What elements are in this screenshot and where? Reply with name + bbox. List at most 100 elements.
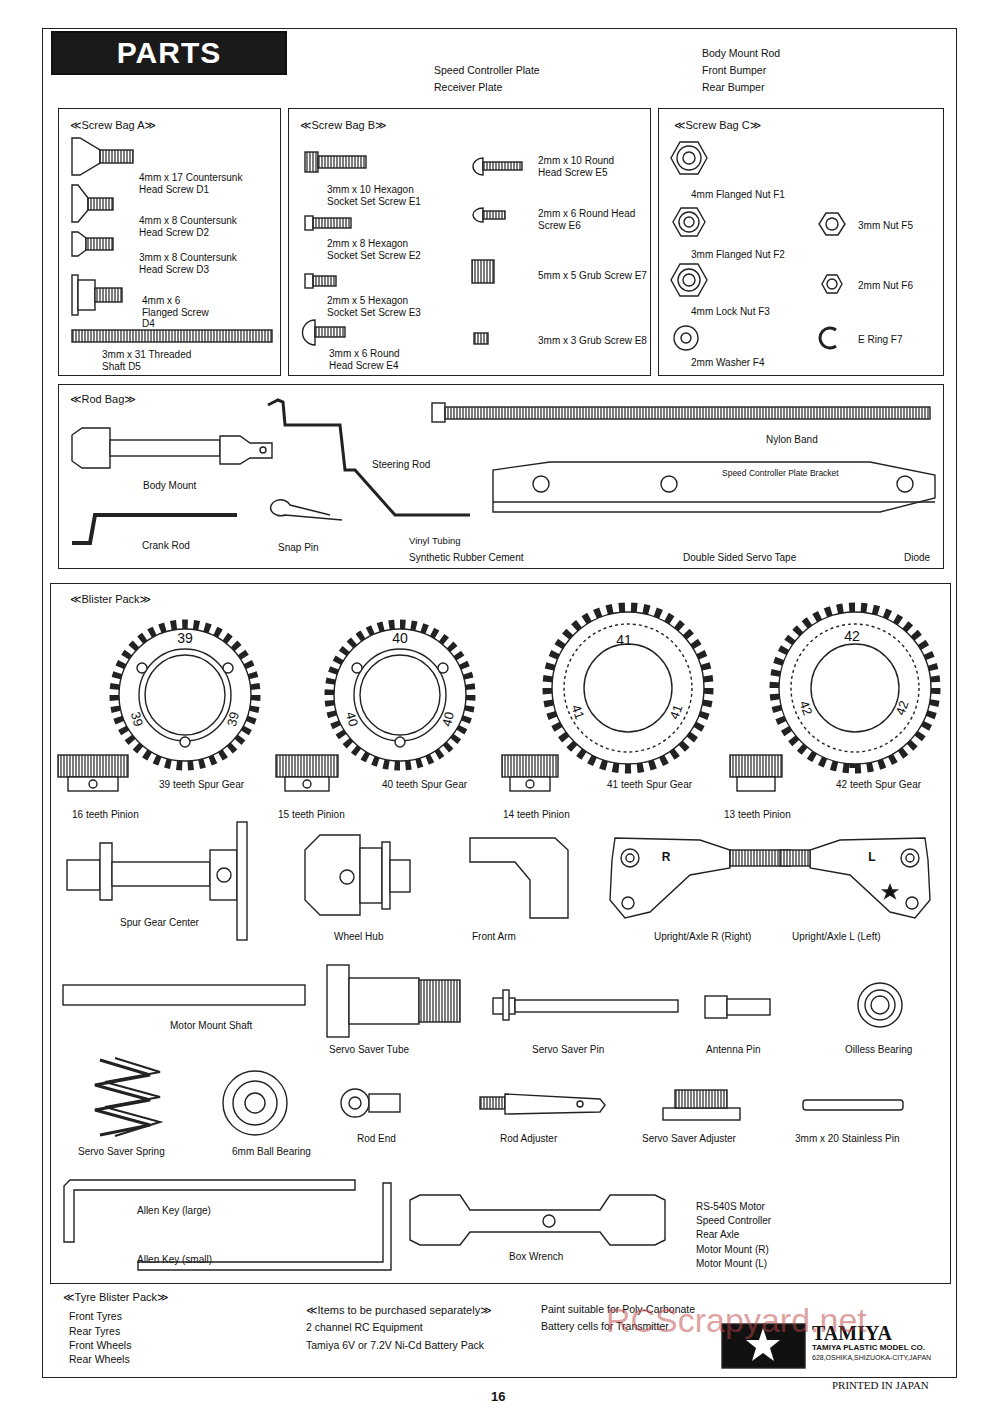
- maker-logo-text: TAMIYA PLASTIC MODEL CO.: [812, 1344, 925, 1352]
- part-name: ≪Tyre Blister Pack≫: [63, 1291, 169, 1304]
- part-name: 41 teeth Spur Gear: [607, 779, 692, 791]
- parts-frame: Speed Controller PlateReceiver PlateBody…: [42, 28, 957, 1378]
- part-name: Steering Rod: [372, 459, 430, 471]
- part-name: 4mm Flanged Nut F1: [691, 189, 785, 201]
- part-name: Tamiya 6V or 7.2V Ni-Cd Battery Pack: [306, 1339, 484, 1351]
- part-name: 3mm x 31 Threaded Shaft D5: [102, 349, 212, 372]
- bag-heading: ≪Screw Bag B≫: [300, 119, 387, 132]
- maker-logo-text: 628,OSHIKA,SHIZUOKA-CITY,JAPAN: [812, 1354, 931, 1361]
- part-name: Servo Saver Adjuster: [642, 1133, 736, 1145]
- part-name: Rear Axle: [696, 1229, 739, 1241]
- part-name: Crank Rod: [142, 540, 190, 552]
- part-name: 40 teeth Spur Gear: [382, 779, 467, 791]
- part-name: Speed Controller Plate: [434, 64, 540, 76]
- part-name: 3mm x 8 Countersunk Head Screw D3: [139, 252, 257, 275]
- gear-number: 42: [844, 629, 860, 643]
- page-number: 16: [491, 1390, 505, 1403]
- part-name: RS-540S Motor: [696, 1201, 765, 1213]
- part-name: 2mm x 6 Round Head Screw E6: [538, 208, 636, 231]
- part-name: Front Tyres: [69, 1310, 122, 1322]
- part-name: Rod End: [357, 1133, 396, 1145]
- part-name: Oilless Bearing: [845, 1044, 912, 1056]
- parts-bag-box: ≪Rod Bag≫ Body Mount Steering Rod Nylon Ban…: [58, 384, 944, 569]
- part-name: Speed Controller: [696, 1215, 771, 1227]
- gear-number: 40: [392, 631, 408, 645]
- side-letter: L: [868, 851, 875, 863]
- part-name: Diode: [904, 552, 930, 564]
- part-name: 4mm Lock Nut F3: [691, 306, 770, 318]
- parts-bag-box: ≪Screw Bag A≫ 4mm x 17 Countersunk Head S…: [58, 108, 281, 376]
- part-name: Snap Pin: [278, 542, 319, 554]
- part-name: 3mm x 20 Stainless Pin: [795, 1133, 900, 1145]
- part-name: 2mm x 5 Hexagon Socket Set Screw E3: [327, 295, 437, 318]
- title-text: PARTS: [53, 33, 285, 73]
- part-name: Motor Mount Shaft: [170, 1020, 252, 1032]
- gear-number: 39: [177, 631, 193, 645]
- parts-bag-box: ≪Screw Bag B≫ 3mm x 10 Hexagon Socket Set…: [288, 108, 651, 376]
- part-name: Receiver Plate: [434, 81, 502, 93]
- part-name: 4mm x 8 Countersunk Head Screw D2: [139, 215, 257, 238]
- part-name: Motor Mount (R): [696, 1244, 769, 1256]
- part-name: Front Arm: [472, 931, 516, 943]
- part-name: 3mm x 3 Grub Screw E8: [538, 335, 648, 347]
- part-name: 39 teeth Spur Gear: [159, 779, 244, 791]
- part-name: ≪Items to be purchased separately≫: [306, 1304, 492, 1317]
- part-name: Servo Saver Pin: [532, 1044, 604, 1056]
- watermark: RCScrapyard.net: [606, 1303, 867, 1337]
- part-name: 15 teeth Pinion: [278, 809, 345, 821]
- part-name: 2mm Washer F4: [691, 357, 765, 369]
- part-name: 3mm Flanged Nut F2: [691, 249, 785, 261]
- part-name: Servo Saver Spring: [78, 1146, 165, 1158]
- part-name: Synthetic Rubber Cement: [409, 552, 524, 564]
- part-name: Upright/Axle R (Right): [654, 931, 751, 943]
- part-name: Body Mount Rod: [702, 47, 780, 59]
- part-name: Motor Mount (L): [696, 1258, 767, 1270]
- part-name: 14 teeth Pinion: [503, 809, 570, 821]
- side-letter: R: [662, 851, 671, 863]
- part-name: Servo Saver Tube: [329, 1044, 409, 1056]
- part-name: Front Wheels: [69, 1339, 131, 1351]
- part-name: Wheel Hub: [334, 931, 383, 943]
- part-name: 13 teeth Pinion: [724, 809, 791, 821]
- part-name: 6mm Ball Bearing: [232, 1146, 311, 1158]
- part-name: 2mm Nut F6: [858, 280, 913, 292]
- part-name: 4mm x 17 Countersunk Head Screw D1: [139, 172, 257, 195]
- part-name: Spur Gear Center: [120, 917, 199, 929]
- bag-heading: ≪Screw Bag A≫: [70, 119, 156, 132]
- parts-bag-box: ≪Screw Bag C≫ 4mm Flanged Nut F1 3mm Flang…: [658, 108, 944, 376]
- part-name: Box Wrench: [509, 1251, 563, 1263]
- part-name: 2mm x 8 Hexagon Socket Set Screw E2: [327, 238, 437, 261]
- bag-heading: ≪Screw Bag C≫: [674, 119, 761, 132]
- bag-heading: ≪Rod Bag≫: [70, 393, 136, 406]
- part-name: 2mm x 10 Round Head Screw E5: [538, 155, 636, 178]
- gear-number: 39: [225, 710, 241, 727]
- part-name: Front Bumper: [702, 64, 766, 76]
- parts-bag-box: ≪Blister Pack≫ 39 teeth Spur Gear 40 teeth…: [50, 583, 951, 1284]
- part-name: 16 teeth Pinion: [72, 809, 139, 821]
- part-name: Allen Key (small): [137, 1254, 212, 1266]
- part-name: Rod Adjuster: [500, 1133, 557, 1145]
- title-banner: PARTS: [51, 31, 287, 75]
- part-name: Upright/Axle L (Left): [792, 931, 881, 943]
- part-name: Antenna Pin: [706, 1044, 761, 1056]
- part-name: 3mm x 10 Hexagon Socket Set Screw E1: [327, 184, 437, 207]
- part-name: Allen Key (large): [137, 1205, 211, 1217]
- part-name: 5mm x 5 Grub Screw E7: [538, 270, 648, 282]
- part-name: Nylon Band: [766, 434, 818, 446]
- part-name: 2 channel RC Equipment: [306, 1321, 423, 1333]
- part-name: Body Mount: [143, 480, 196, 492]
- print-note: PRINTED IN JAPAN: [832, 1380, 929, 1391]
- part-name: Rear Tyres: [69, 1325, 120, 1337]
- part-name: Double Sided Servo Tape: [683, 552, 796, 564]
- bag-heading: ≪Blister Pack≫: [70, 593, 151, 606]
- part-name: 4mm x 6 Flanged Screw D4: [142, 295, 216, 330]
- part-name: Vinyl Tubing: [409, 536, 461, 547]
- gear-number: 41: [616, 633, 632, 647]
- part-name: Rear Wheels: [69, 1353, 130, 1365]
- part-name: Speed Controller Plate Bracket: [722, 469, 839, 479]
- part-name: Rear Bumper: [702, 81, 764, 93]
- part-name: 3mm x 6 Round Head Screw E4: [329, 348, 411, 371]
- part-name: 42 teeth Spur Gear: [836, 779, 921, 791]
- part-name: 3mm Nut F5: [858, 220, 913, 232]
- part-name: E Ring F7: [858, 334, 902, 346]
